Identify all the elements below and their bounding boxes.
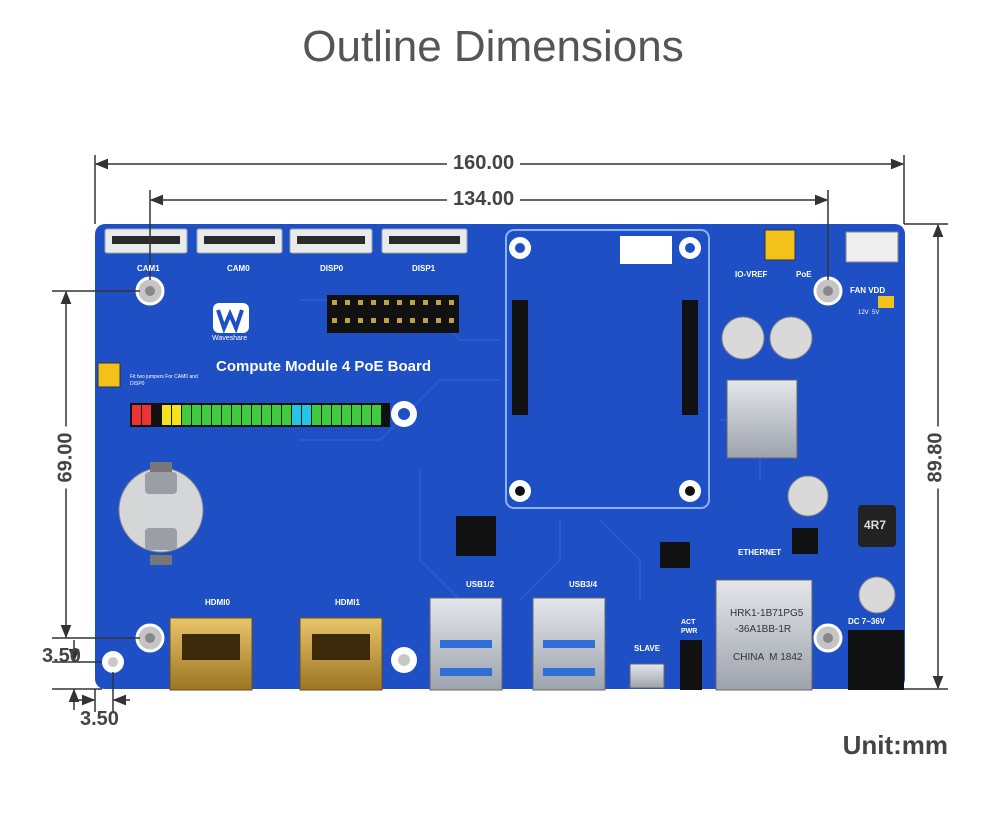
disp1-label: DISP1 xyxy=(412,264,436,273)
led-block xyxy=(680,640,702,690)
brand-label: Waveshare xyxy=(212,335,248,342)
hdmi0-label: HDMI0 xyxy=(205,598,230,607)
dc-jack xyxy=(848,630,904,690)
color-pin-headers xyxy=(130,403,390,427)
inductor-label: 4R7 xyxy=(864,518,887,532)
dim-height-total: 89.80 xyxy=(924,426,948,489)
dim-offset-y: 3.50 xyxy=(42,645,81,667)
usb-connectors xyxy=(429,597,606,691)
usb34-label: USB3/4 xyxy=(569,580,598,589)
slave-label: SLAVE xyxy=(634,644,661,653)
jumper-block xyxy=(97,362,121,388)
micro-usb-slave xyxy=(629,663,665,689)
ethernet-label: ETHERNET xyxy=(738,548,782,557)
power-components xyxy=(456,229,899,614)
cm4-socket xyxy=(505,229,710,509)
io-vref-label: IO-VREF xyxy=(735,270,768,279)
waveshare-logo xyxy=(213,303,249,334)
board-name-label: Compute Module 4 PoE Board xyxy=(216,358,432,375)
usb12-label: USB1/2 xyxy=(466,580,495,589)
transformer-label-2: -36A1BB-1R xyxy=(735,624,792,635)
dim-hole-spacing-y: 69.00 xyxy=(54,426,78,489)
cam1-label: CAM1 xyxy=(137,264,160,273)
dim-offset-x: 3.50 xyxy=(80,708,119,730)
gpio-header-top xyxy=(327,295,459,333)
fan-vdd-sub-label: 12V 5V xyxy=(858,310,880,316)
ethernet-jack xyxy=(715,579,813,691)
dim-hole-spacing-x: 134.00 xyxy=(447,188,521,211)
dim-width-total: 160.00 xyxy=(447,152,521,175)
hdmi-connectors xyxy=(169,617,383,691)
act-pwr-label: ACT PWR xyxy=(681,619,698,635)
hdmi1-label: HDMI1 xyxy=(335,598,360,607)
unit-label: Unit:mm xyxy=(842,730,948,760)
cam0-label: CAM0 xyxy=(227,264,250,273)
jumper-note-label: Fit two jumpers For CAM0 and DISP0 xyxy=(130,374,198,387)
poe-label: PoE xyxy=(796,270,812,279)
page-title: Outline Dimensions xyxy=(302,22,684,71)
battery-holder xyxy=(118,462,204,565)
pcb-board xyxy=(95,224,905,689)
transformer-label-3: CHINA M 1842 xyxy=(733,652,803,663)
disp0-label: DISP0 xyxy=(320,264,344,273)
battery-label: Battery CR2032 xyxy=(87,483,95,534)
fan-vdd-label: FAN VDD xyxy=(850,286,886,295)
dc-in-label: DC 7~36V xyxy=(848,617,886,626)
transformer-label-1: HRK1-1B71PG5 xyxy=(730,608,804,619)
